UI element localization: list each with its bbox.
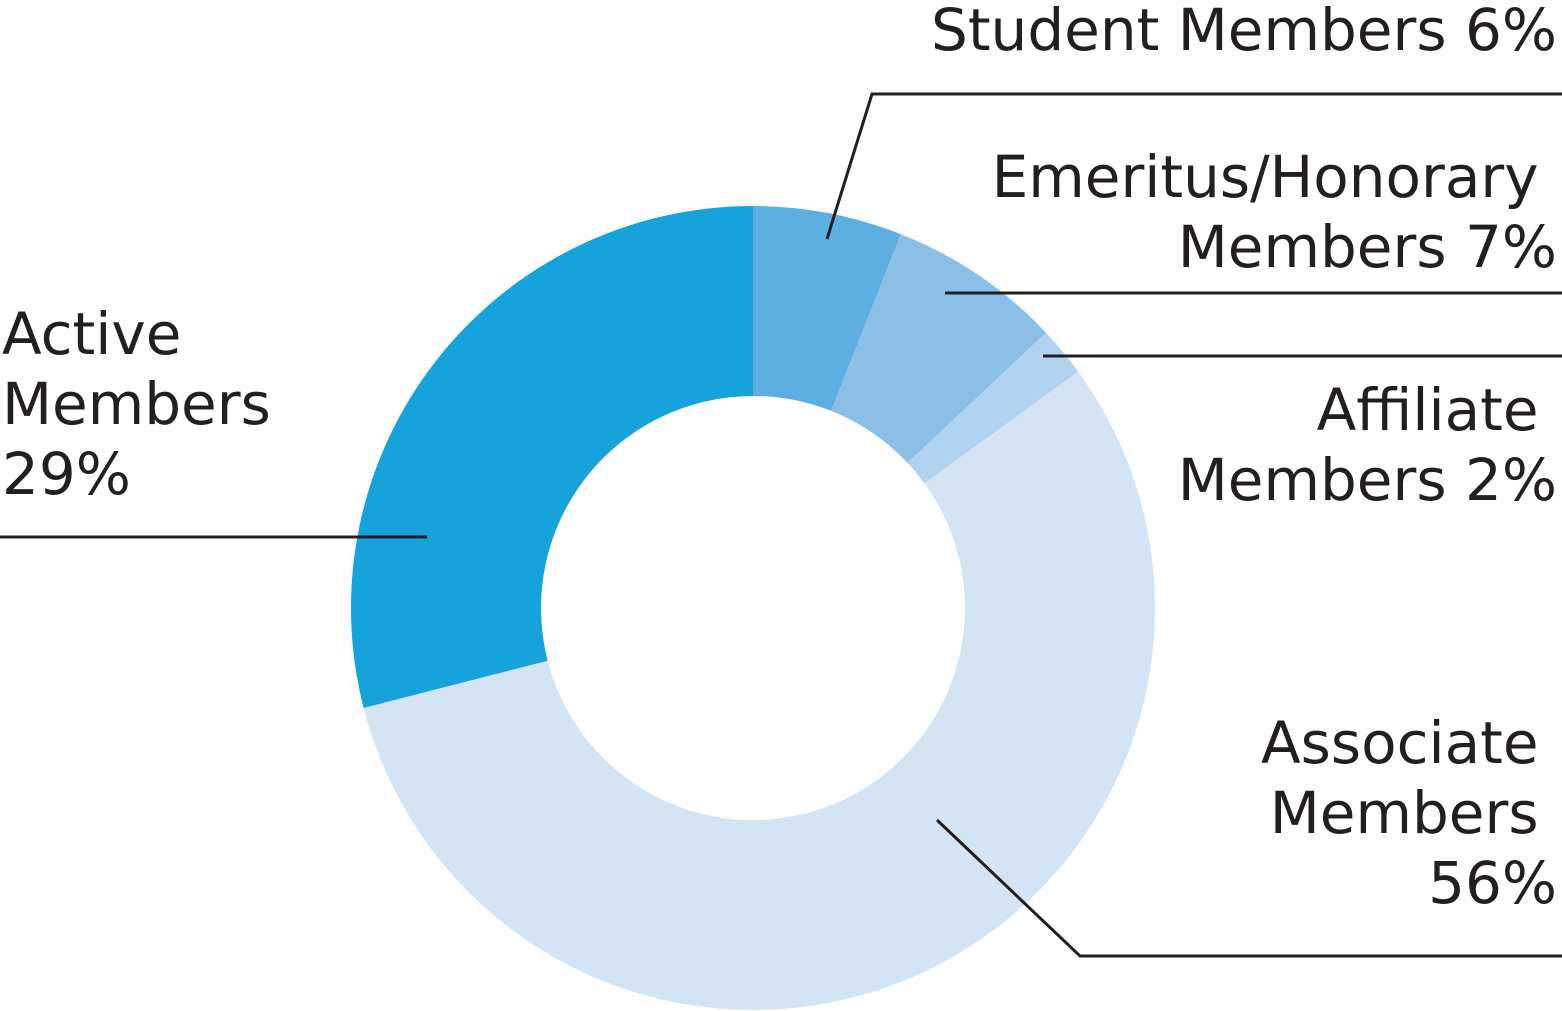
donut-slices xyxy=(351,206,1155,1010)
label-active-members: Active Members 29% xyxy=(2,300,289,508)
slice-affiliate-members xyxy=(907,332,1079,484)
label-associate-members: Associate Members 56% xyxy=(1261,709,1557,917)
slice-associate-members xyxy=(363,371,1155,1010)
slice-active-members xyxy=(351,206,753,708)
slice-emeritus-honorary-members xyxy=(831,234,1047,463)
slice-student-members xyxy=(753,206,901,411)
label-emeritus-honorary-members: Emeritus/Honorary Members 7% xyxy=(992,143,1557,281)
label-affiliate-members: Affiliate Members 2% xyxy=(1178,376,1557,514)
leader-lines xyxy=(0,92,1562,958)
leader-associate-members xyxy=(935,818,1562,958)
leader-student-members xyxy=(825,92,1562,240)
label-student-members: Student Members 6% xyxy=(931,0,1557,64)
